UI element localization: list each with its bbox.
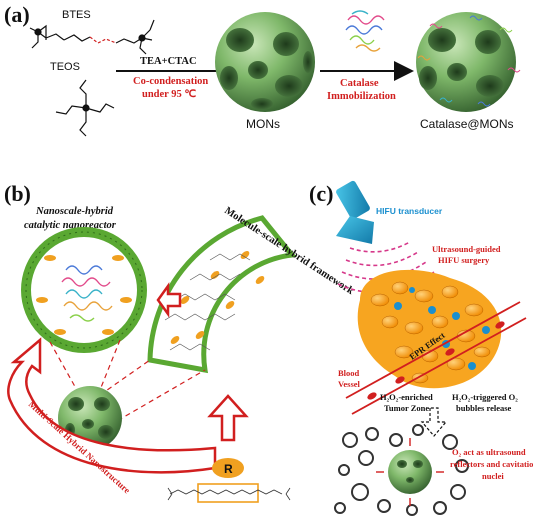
r-group-label: R	[224, 462, 233, 476]
nanoreactor-title-line1: Nanoscale-hybrid	[35, 206, 114, 217]
mons-label: MONs	[246, 117, 280, 131]
step2-line2: Immobilization	[327, 91, 396, 102]
panel-a-label: (a)	[4, 2, 30, 27]
panel-b: (b) Nanoscale-hybrid catalytic nanoreact…	[4, 181, 356, 503]
catalase-protein	[345, 10, 385, 52]
btes-structure	[29, 19, 155, 55]
tumor-mass	[357, 269, 502, 389]
vessel-line2: Vessel	[338, 379, 361, 389]
zone-line1: H₂O₂-enriched	[380, 392, 433, 402]
surgery-line2: HIFU surgery	[438, 255, 490, 265]
red-blood-cells	[367, 321, 505, 400]
hifu-transducer	[336, 180, 374, 244]
r-group-ellipse	[212, 458, 244, 478]
zoom-lines	[49, 339, 206, 426]
btes-label: BTES	[62, 9, 91, 21]
panel-c: (c) HIFU transducer Ultrasound-guided HI…	[309, 180, 533, 516]
step2-line1: Catalase	[340, 78, 379, 89]
o2-line1: O₂ act as ultrasound	[452, 447, 526, 457]
o2-line3: nuclei	[482, 471, 504, 481]
surgery-line1: Ultrasound-guided	[432, 244, 501, 254]
multiscale-arrow	[7, 337, 217, 474]
o2-line2: reflectors and cavitation	[450, 459, 533, 469]
zoom-arrow-framework	[156, 282, 182, 318]
nanoreactor-circle	[21, 227, 147, 353]
catalase-mons-label: Catalase@MONs	[420, 117, 514, 131]
teos-label: TEOS	[50, 61, 80, 73]
catalase-mons-particle	[376, 438, 444, 506]
step1-reagents: TEA+CTAC	[140, 56, 197, 67]
bubbles-line1: H₂O₂-triggered O₂	[452, 392, 518, 402]
teos-structure	[55, 79, 115, 137]
precursor-molecule	[167, 483, 291, 503]
down-arrow	[420, 407, 448, 437]
panel-b-label: (b)	[4, 181, 31, 206]
transducer-label: HIFU transducer	[376, 206, 443, 216]
step1-condition-line2: under 95 ℃	[142, 88, 196, 100]
o2-bubbles	[334, 424, 469, 516]
vessel-line1: Blood	[338, 368, 360, 378]
nanoreactor-title-line2: catalytic nanoreactor	[24, 220, 117, 231]
up-arrow	[207, 394, 249, 442]
mons-sphere	[215, 12, 315, 112]
panel-c-label: (c)	[309, 181, 333, 206]
bubbles-line2: bubbles release	[456, 403, 512, 413]
panel-a: (a) BTES TEOS TEA+CTAC Co-condensation u…	[4, 2, 521, 137]
step1-condition-line1: Co-condensation	[133, 76, 208, 87]
blood-vessel	[345, 301, 527, 415]
catalase-mons-sphere	[416, 12, 521, 112]
zone-line2: Tumor Zone	[384, 403, 429, 413]
